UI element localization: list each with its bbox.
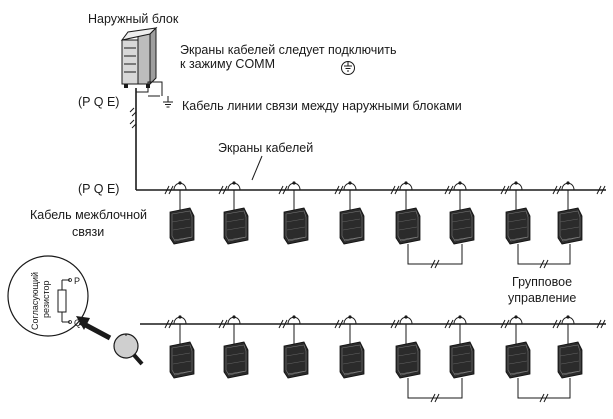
indoor-unit-icon bbox=[283, 341, 309, 379]
group-control-link bbox=[407, 378, 463, 399]
group-control-line2: управление bbox=[508, 291, 576, 305]
bus-rows bbox=[136, 181, 606, 403]
group-link-break bbox=[539, 259, 549, 269]
cable-break-mark bbox=[552, 319, 562, 329]
indoor-unit-icon bbox=[169, 341, 195, 379]
indoor-unit-icon bbox=[449, 341, 475, 379]
shield-point bbox=[232, 315, 236, 319]
shield-point bbox=[566, 315, 570, 319]
group-control-line1: Групповое bbox=[512, 275, 572, 289]
cable-break-mark bbox=[552, 185, 562, 195]
group-link-break bbox=[430, 393, 440, 403]
indoor-unit-icon bbox=[557, 341, 583, 379]
group-control-link bbox=[517, 244, 571, 265]
magnifier-icon bbox=[76, 316, 144, 366]
shields-note-line1: Экраны кабелей следует подключить bbox=[180, 43, 397, 57]
resistor-detail: P Q Согласующий резистор bbox=[7, 255, 89, 337]
indoor-unit-icon bbox=[395, 341, 421, 379]
indoor-unit-icon bbox=[339, 207, 365, 245]
indoor-unit-icon bbox=[169, 207, 195, 245]
shield-point bbox=[514, 315, 518, 319]
shield-point bbox=[348, 315, 352, 319]
shield-point bbox=[458, 181, 462, 185]
cable-shields-pointer bbox=[251, 155, 263, 181]
interunit-cable-line1: Кабель межблочной bbox=[30, 208, 147, 222]
resistor-line1: Согласующий bbox=[30, 272, 40, 330]
cable-break-mark bbox=[596, 185, 606, 195]
cable-break-mark bbox=[278, 319, 288, 329]
cable-break-mark bbox=[334, 185, 344, 195]
ground-icon bbox=[341, 61, 355, 75]
cable-break-mark bbox=[596, 319, 606, 329]
cable-break-mark bbox=[218, 319, 228, 329]
cable-break-mark bbox=[500, 185, 510, 195]
cable-break-mark bbox=[218, 185, 228, 195]
group-link-break bbox=[539, 393, 549, 403]
shield-point bbox=[178, 315, 182, 319]
cable-break-mark bbox=[278, 185, 288, 195]
cable-break-mark bbox=[390, 185, 400, 195]
shield-point bbox=[404, 315, 408, 319]
indoor-unit-icon bbox=[223, 341, 249, 379]
shields-note-line2: к зажиму COMM bbox=[180, 57, 275, 71]
cable-shields-label: Экраны кабелей bbox=[218, 141, 313, 155]
indoor-unit-icon bbox=[223, 207, 249, 245]
outdoor-wiring bbox=[129, 81, 163, 190]
cable-break-mark bbox=[444, 185, 454, 195]
ground-icon bbox=[162, 95, 174, 108]
group-control-link bbox=[517, 378, 571, 399]
shield-point bbox=[514, 181, 518, 185]
indoor-unit-icon bbox=[395, 207, 421, 245]
group-link-break bbox=[430, 259, 440, 269]
outdoor-unit-icon bbox=[120, 26, 158, 88]
shield-point bbox=[178, 181, 182, 185]
indoor-unit-icon bbox=[505, 341, 531, 379]
shield-point bbox=[348, 181, 352, 185]
shield-point bbox=[404, 181, 408, 185]
resistor-line2: резистор bbox=[41, 281, 51, 319]
pqe-top-label: (P Q E) bbox=[78, 95, 119, 109]
terminal-q-label: Q bbox=[74, 318, 81, 328]
interunit-cable-line2: связи bbox=[72, 225, 104, 239]
cable-break-mark bbox=[444, 319, 454, 329]
group-control-link bbox=[407, 244, 463, 265]
cable-break-mark bbox=[500, 319, 510, 329]
indoor-unit-icon bbox=[505, 207, 531, 245]
terminal-p-label: P bbox=[74, 276, 80, 286]
outdoor-comm-cable-label: Кабель линии связи между наружными блока… bbox=[182, 99, 462, 113]
cable-break-mark bbox=[164, 319, 174, 329]
shield-point bbox=[292, 181, 296, 185]
resistor-icon bbox=[57, 278, 72, 324]
shield-point bbox=[458, 315, 462, 319]
indoor-unit-icon bbox=[449, 207, 475, 245]
shield-point bbox=[566, 181, 570, 185]
indoor-unit-icon bbox=[283, 207, 309, 245]
cable-break-mark bbox=[334, 319, 344, 329]
indoor-unit-icon bbox=[557, 207, 583, 245]
indoor-unit-icon bbox=[339, 341, 365, 379]
outdoor-unit-label: Наружный блок bbox=[88, 12, 179, 26]
pqe-bottom-label: (P Q E) bbox=[78, 182, 119, 196]
shield-point bbox=[292, 315, 296, 319]
cable-break-mark bbox=[390, 319, 400, 329]
cable-break-mark bbox=[164, 185, 174, 195]
shield-point bbox=[232, 181, 236, 185]
